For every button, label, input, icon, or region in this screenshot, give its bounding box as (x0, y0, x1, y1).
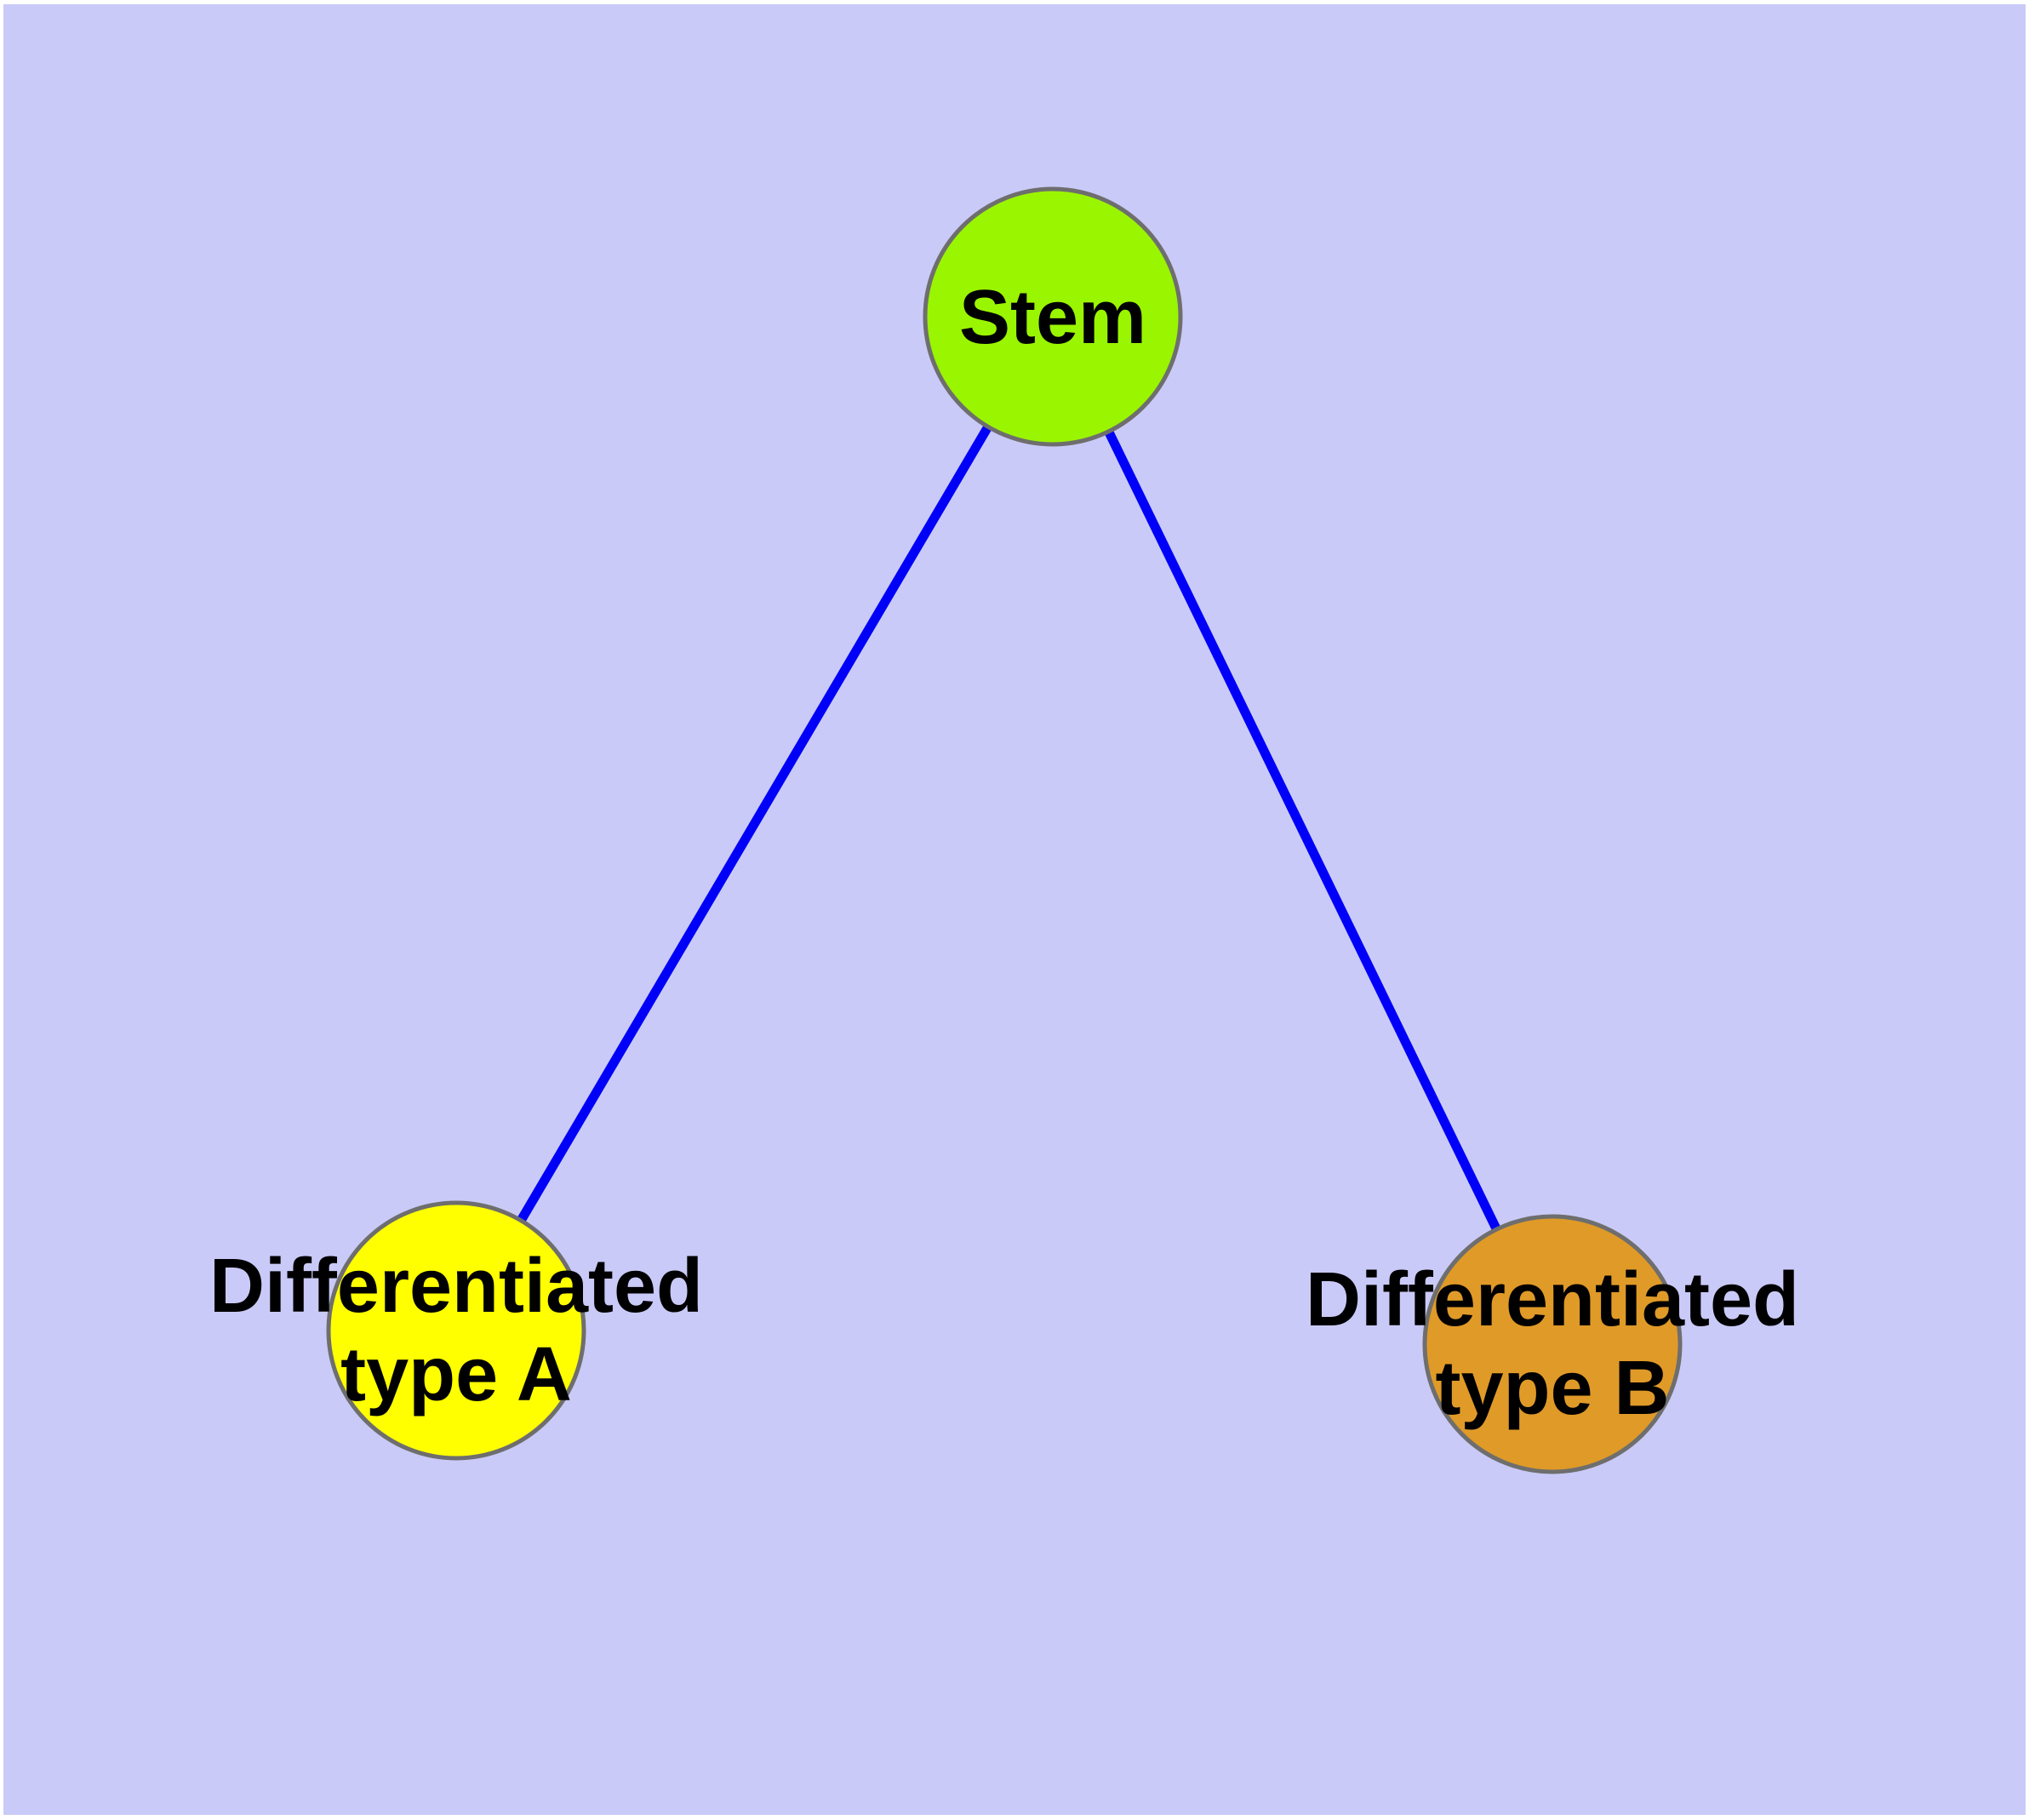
node-stem-label: Stem (959, 275, 1146, 360)
node-stem-circle (923, 186, 1183, 447)
edge-stem-to-type-a (452, 314, 1057, 1333)
node-type-b-circle (1422, 1214, 1683, 1474)
node-type-b-label-line1: Differentiated (1306, 1257, 1799, 1342)
node-type-a-label-line1: Differentiated (209, 1244, 703, 1329)
node-type-b-label-line2: type B (1435, 1346, 1669, 1431)
node-type-a-label-line2: type A (340, 1332, 572, 1417)
edge-stem-to-type-b (1049, 314, 1557, 1347)
node-type-a-circle (326, 1200, 586, 1461)
